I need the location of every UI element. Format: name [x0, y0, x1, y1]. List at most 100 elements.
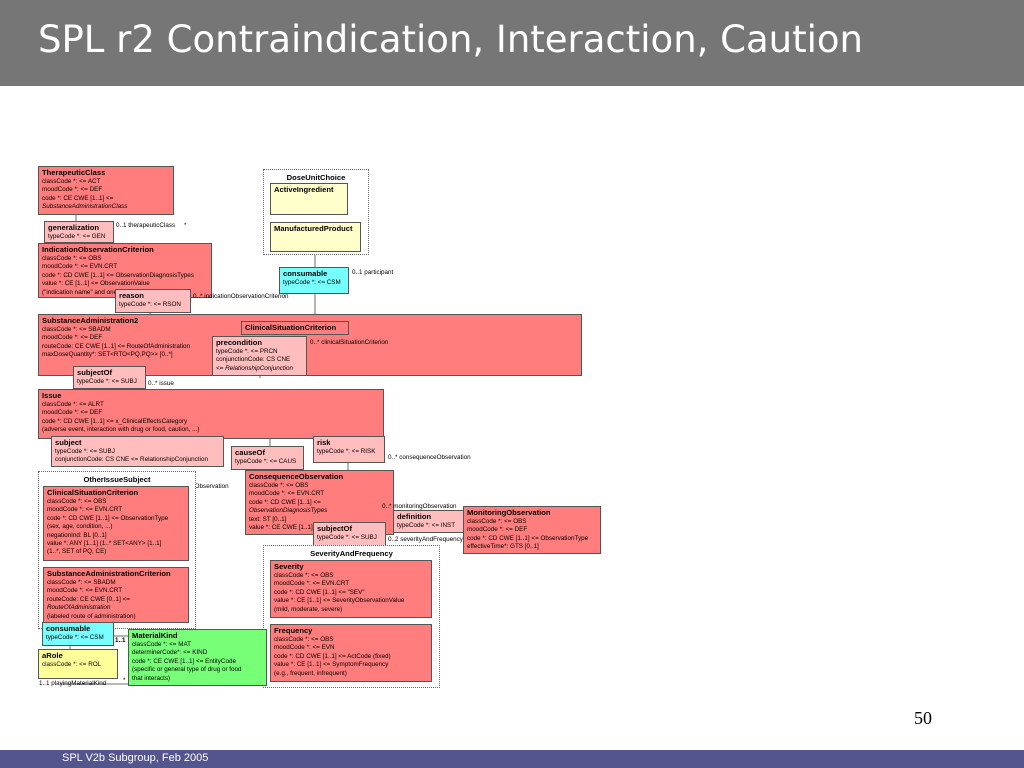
substance-admin-line: moodCode *: <= DEF: [42, 334, 103, 342]
reason-line: typeCode *: <= RSON: [119, 301, 181, 308]
clinical-situation-line: value *: ANY [1..1] (1..* SET<ANY> [1..1…: [47, 540, 162, 548]
clinical-situation-line: (1..*, SET of PQ, CE): [47, 548, 107, 556]
severity-line: classCode *: <= OBS: [274, 572, 334, 579]
substance-admin-name: SubstanceAdministration2: [42, 316, 139, 325]
consumable-top-name: consumable: [283, 269, 328, 278]
monitoring-observation-line: classCode *: <= OBS: [467, 518, 527, 525]
subject-of-box: subjectOf typeCode *: <= SUBJ: [73, 366, 146, 389]
subject-name: subject: [55, 438, 82, 447]
subject-line: typeCode *: <= SUBJ: [55, 448, 115, 455]
subject-of-line: typeCode *: <= SUBJ: [77, 378, 137, 385]
substance-admin-criterion-line: RouteOfAdministration: [47, 604, 111, 612]
precondition-line: conjunctionCode: CS CNE: [216, 356, 291, 364]
a-role-label: 1..1 playingMaterialKind: [39, 680, 107, 687]
subject-of-2-line: typeCode *: <= SUBJ: [317, 534, 377, 541]
severity-and-frequency-title: SeverityAndFrequency: [310, 549, 393, 558]
dose-unit-choice-title: DoseUnitChoice: [286, 173, 346, 182]
therapeutic-class-line: classCode *: <= ACT: [42, 178, 101, 185]
consequence-observation-line: code *: CD CWE [1..1] <=: [249, 498, 321, 506]
monitoring-observation-line: code *: CD CWE [1..1] <= ObservationType: [467, 534, 589, 542]
issue-name: Issue: [42, 391, 62, 400]
clinical-situation-criterion-top-box: ClinicalSituationCriterion: [241, 321, 349, 335]
material-kind-line: that interacts): [132, 674, 171, 682]
substance-admin-criterion-name: SubstanceAdministrationCriterion: [47, 569, 171, 578]
generalization-label: 0..1 therapeuticClass: [116, 222, 176, 229]
subject-box: subject typeCode *: <= SUBJ conjunctionC…: [51, 436, 224, 467]
severity-line: moodCode *: <= EVN.CRT: [274, 580, 350, 588]
severity-name: Severity: [274, 562, 304, 571]
page-number: 50: [914, 708, 932, 728]
severity-line: value *: CE [1..1] <= SeverityObservatio…: [274, 597, 405, 605]
material-kind-line: code *: CE CWE [1..1] <= EntityCode: [132, 657, 236, 665]
precondition-line: typeCode *: <= PRCN: [216, 348, 278, 355]
substance-admin-criterion-box: SubstanceAdministrationCriterion classCo…: [43, 567, 189, 623]
severity-box: Severity classCode *: <= OBS moodCode *:…: [270, 560, 432, 618]
indication-line: code *: CD CWE [1..1] <= ObservationDiag…: [42, 271, 194, 279]
active-ingredient-name: ActiveIngredient: [274, 185, 334, 194]
a-role-star: *: [123, 677, 126, 684]
consequence-observation-line: value *: CE CWE [1..1]: [249, 524, 313, 532]
a-role-box: aRole classCode *: <= ROL: [38, 649, 118, 679]
issue-line: (adverse event, interaction with drug or…: [42, 426, 200, 434]
risk-label: 0..* consequenceObservation: [388, 454, 471, 461]
definition-box: definition typeCode *: <= INST: [393, 510, 466, 533]
a-role-line: classCode *: <= ROL: [42, 661, 102, 668]
material-kind-name: MaterialKind: [132, 631, 178, 640]
indication-line: ("indication name" and one: [42, 288, 118, 296]
generalization-star: *: [184, 222, 187, 229]
material-kind-line: determinerCode*: <= KIND: [132, 649, 208, 657]
other-issue-subject-title: OtherIssueSubject: [83, 475, 151, 484]
indication-criterion-box: IndicationObservationCriterion classCode…: [38, 243, 212, 298]
consumable-bottom-line: typeCode *: <= CSM: [46, 634, 104, 641]
consumable-bottom-name: consumable: [46, 624, 91, 633]
footer-bar: SPL V2b Subgroup, Feb 2005: [0, 750, 1024, 768]
consequence-observation-line: text: ST [0..1]: [249, 515, 287, 523]
substance-admin-criterion-line: classCode *: <= SBADM: [47, 579, 116, 586]
a-role-name: aRole: [42, 651, 63, 660]
severity-line: code *: CD CWE [1..1] <= "SEV": [274, 588, 365, 596]
consequence-observation-line: classCode *: <= OBS: [249, 482, 309, 489]
generalization-box: generalization typeCode *: <= GEN: [44, 221, 114, 243]
issue-line: moodCode *: <= DEF: [42, 409, 103, 417]
subject-line: conjunctionCode: CS CNE <= RelationshipC…: [55, 456, 208, 464]
indication-criterion-name: IndicationObservationCriterion: [42, 245, 154, 254]
reason-box: reason typeCode *: <= RSON: [115, 289, 191, 313]
subject-of-label: 0..* issue: [148, 380, 174, 387]
frequency-line: classCode *: <= OBS: [274, 636, 334, 643]
indication-line: value *: CE [1..1] <= ObservationValue: [42, 280, 150, 288]
risk-line: typeCode *: <= RISK: [317, 448, 376, 455]
subject-of-name: subjectOf: [77, 368, 113, 377]
generalization-line: typeCode *: <= GEN: [48, 233, 106, 240]
subject-of-2-box: subjectOf typeCode *: <= SUBJ: [313, 522, 386, 546]
consumable-bottom-mult: 1..1: [115, 637, 126, 644]
active-ingredient-box: ActiveIngredient: [270, 183, 348, 215]
monitoring-observation-name: MonitoringObservation: [467, 508, 551, 517]
reason-label: 0..* indicationObservationCriterion: [193, 293, 289, 300]
definition-label: 0..* monitoringObservation: [382, 503, 457, 510]
consumable-top-line: typeCode *: <= CSM: [283, 279, 341, 286]
substance-admin-criterion-line: moodCode *: <= EVN.CRT: [47, 587, 123, 595]
consequence-observation-name: ConsequenceObservation: [249, 472, 344, 481]
issue-box: Issue classCode *: <= ALRT moodCode *: <…: [38, 389, 384, 439]
precondition-label: 0..* clinicalSituationCriterion: [310, 339, 389, 346]
consumable-top-label: 0..1 participant: [352, 269, 394, 276]
generalization-name: generalization: [48, 223, 100, 232]
cause-of-line: typeCode *: <= CAUS: [235, 458, 297, 465]
consumable-top-box: consumable typeCode *: <= CSM: [279, 267, 349, 294]
frequency-line: moodCode *: <= EVN: [274, 644, 335, 652]
therapeutic-class-line: code *: CE CWE [1..1] <=: [42, 194, 114, 202]
clinical-situation-line: (sex, age, condition, ...): [47, 523, 113, 531]
clinical-situation-criterion-box: ClinicalSituationCriterion classCode *: …: [43, 486, 189, 561]
indication-line: moodCode *: <= EVN.CRT: [42, 263, 118, 271]
consequence-observation-line: ObservationDiagnosisTypes: [249, 507, 328, 515]
precondition-line: <= RelationshipConjunction: [216, 364, 294, 372]
substance-admin-line: routeCode: CE CWE [1..1] <= RouteOfAdmin…: [42, 342, 191, 350]
therapeutic-class-name: TherapeuticClass: [42, 168, 106, 177]
footer-text: SPL V2b Subgroup, Feb 2005: [62, 752, 209, 764]
frequency-line: value *: CE [1..1] <= SymptomFrequency: [274, 661, 389, 669]
clinical-situation-criterion-top-name: ClinicalSituationCriterion: [245, 323, 337, 332]
material-kind-line: (specific or general type of drug or foo…: [132, 666, 242, 674]
issue-line: classCode *: <= ALRT: [42, 401, 104, 408]
substance-admin-criterion-line: (labeled route of administration): [47, 612, 136, 620]
